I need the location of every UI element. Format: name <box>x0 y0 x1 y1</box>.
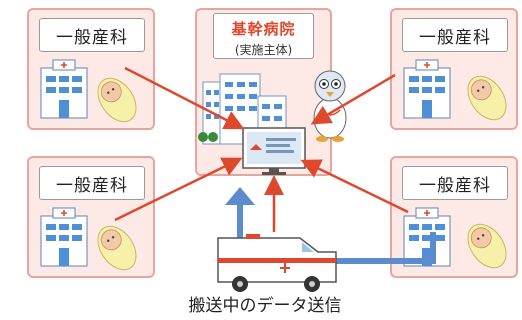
clinic-illustration <box>40 59 137 123</box>
clinic-illustration <box>40 207 137 271</box>
clinic-bottom-right: 一般産科 <box>390 156 518 278</box>
hospital-title-box: 基幹病院 (実施主体) <box>213 13 314 59</box>
clinic-bottom-left: 一般産科 <box>27 156 155 278</box>
transport-arrows <box>225 187 436 264</box>
clinic-label: 一般産科 <box>39 18 145 52</box>
arrow-bottom-right <box>300 159 409 214</box>
clinic-building-icon <box>403 59 451 119</box>
clinic-building-icon <box>40 59 88 119</box>
clinic-building-icon <box>40 207 88 267</box>
clinic-label: 一般産科 <box>39 166 145 200</box>
hospital-subtitle: (実施主体) <box>234 43 293 57</box>
arrow-top-left <box>124 66 245 130</box>
referral-arrows <box>114 66 409 232</box>
arrow-bottom-left <box>114 157 243 222</box>
clinic-illustration <box>403 207 507 269</box>
clinic-illustration <box>403 59 507 121</box>
clinic-top-right: 一般産科 <box>390 8 518 130</box>
clinic-building-icon <box>403 207 451 267</box>
clinic-label: 一般産科 <box>402 18 508 52</box>
baby-icon <box>97 225 137 271</box>
baby-icon <box>97 77 137 123</box>
clinic-label: 一般産科 <box>402 166 508 200</box>
ambulance-icon <box>217 234 337 292</box>
hospital-title: 基幹病院 <box>231 20 296 38</box>
caption: 搬送中のデータ送信 <box>188 296 342 316</box>
monitor-icon <box>242 127 306 175</box>
clinic-top-left: 一般産科 <box>27 8 155 130</box>
baby-icon <box>467 75 507 121</box>
baby-icon <box>467 223 507 269</box>
arrow-top-right <box>310 73 396 125</box>
